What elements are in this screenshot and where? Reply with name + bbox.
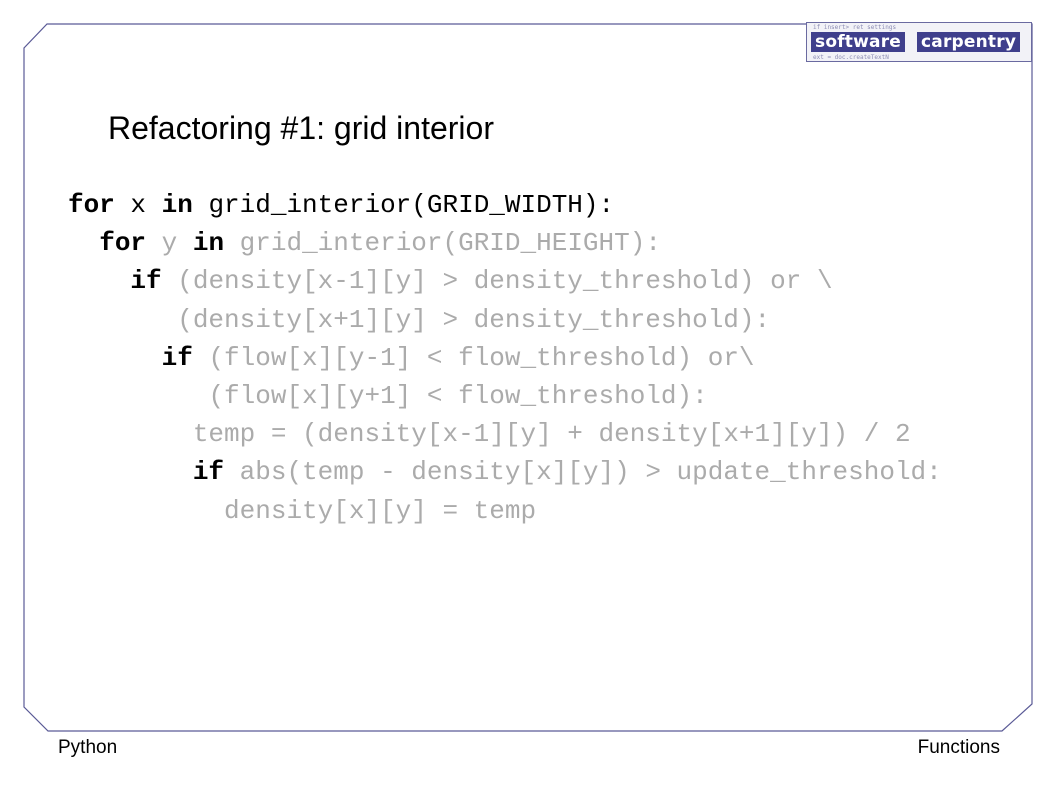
code-text: grid_interior(GRID_HEIGHT):	[224, 228, 661, 259]
code-line: if abs(temp - density[x][y]) > update_th…	[68, 453, 1058, 491]
slide-title: Refactoring #1: grid interior	[108, 110, 494, 146]
code-line: if (density[x-1][y] > density_threshold)…	[68, 262, 1058, 300]
code-line: for y in grid_interior(GRID_HEIGHT):	[68, 224, 1058, 262]
code-line: (density[x+1][y] > density_threshold):	[68, 301, 1058, 339]
code-indent	[68, 457, 193, 487]
code-text: (density[x-1][y] > density_threshold) or…	[161, 266, 833, 297]
logo-word-software: software	[811, 32, 906, 52]
code-line: (flow[x][y+1] < flow_threshold):	[68, 377, 1058, 415]
code-block: for x in grid_interior(GRID_WIDTH): for …	[68, 186, 1058, 530]
code-keyword: in	[161, 190, 193, 220]
footer-right-label: Functions	[917, 737, 1000, 758]
code-text: density[x][y] = temp	[224, 495, 537, 526]
code-keyword: if	[161, 342, 193, 373]
code-text: temp = (density[x-1][y] + density[x+1][y…	[192, 419, 911, 450]
code-text: (flow[x][y-1] < flow_threshold) or\	[192, 342, 755, 373]
code-indent	[68, 381, 208, 411]
code-keyword: for	[99, 228, 147, 259]
footer-left-label: Python	[58, 737, 118, 758]
code-indent	[68, 343, 162, 373]
code-keyword: if	[130, 266, 162, 297]
code-text: (density[x+1][y] > density_threshold):	[177, 304, 771, 335]
code-line: if (flow[x][y-1] < flow_threshold) or\	[68, 339, 1058, 377]
code-keyword: for	[68, 190, 115, 220]
code-indent	[68, 305, 177, 335]
code-line: density[x][y] = temp	[68, 492, 1058, 530]
logo-word-carpentry: carpentry	[917, 32, 1021, 52]
code-text: x	[114, 190, 162, 220]
logo-background-text-2: ext = doc.createTextN	[813, 54, 889, 61]
code-text: abs(temp - density[x][y]) > update_thres…	[224, 457, 942, 488]
code-keyword: if	[192, 457, 225, 488]
code-keyword: in	[192, 228, 225, 259]
code-text: grid_interior(GRID_WIDTH):	[192, 190, 615, 220]
code-text: y	[146, 228, 193, 259]
code-indent	[68, 419, 193, 449]
code-line: for x in grid_interior(GRID_WIDTH):	[68, 186, 1058, 224]
code-indent	[68, 266, 130, 296]
code-line: temp = (density[x-1][y] + density[x+1][y…	[68, 415, 1058, 453]
code-indent	[68, 496, 224, 526]
code-text: (flow[x][y+1] < flow_threshold):	[208, 380, 708, 411]
software-carpentry-logo: if insert> ret settings ext = doc.create…	[806, 22, 1032, 62]
logo-background-text-1: if insert> ret settings	[813, 24, 897, 31]
code-indent	[68, 228, 99, 258]
